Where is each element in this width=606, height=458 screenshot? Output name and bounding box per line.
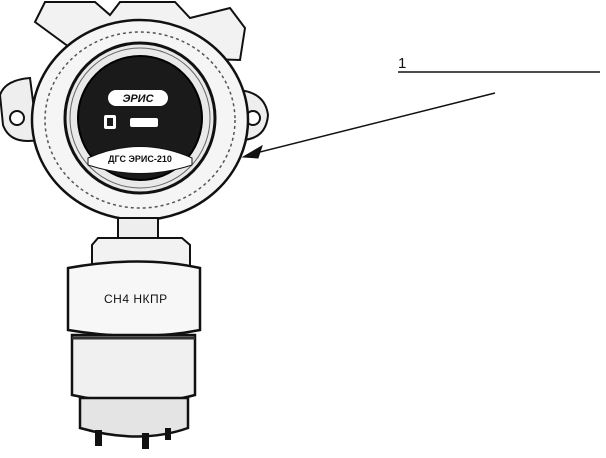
callout-number: 1 — [398, 55, 407, 72]
sensor-neck — [91, 217, 191, 269]
display-lcd — [130, 118, 158, 127]
brand-logo-text: ЭРИС — [122, 93, 154, 105]
brand-logo: ЭРИС — [108, 90, 168, 106]
callout-leader — [241, 71, 600, 159]
display-window: ЭРИС ДГС ЭРИС-210 — [77, 55, 203, 181]
model-label: ДГС ЭРИС-210 — [108, 154, 172, 164]
sensor-head — [66, 260, 202, 449]
sensor-label: СН4 НКПР — [104, 292, 168, 306]
